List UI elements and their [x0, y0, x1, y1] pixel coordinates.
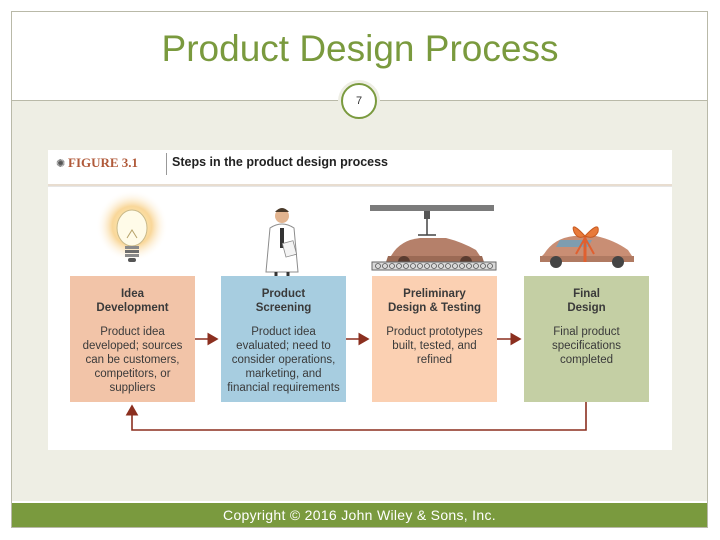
step-2-description: Product idea evaluated; need to consider…	[221, 325, 346, 395]
scientist-icon	[266, 208, 298, 276]
footer-bar: Copyright © 2016 John Wiley & Sons, Inc.	[12, 503, 707, 527]
figure-panel: ✺ FIGURE 3.1 Steps in the product design…	[48, 150, 672, 450]
step-3-description: Product prototypes built, tested, and re…	[372, 325, 497, 367]
feedback-loop-arrow	[132, 402, 586, 430]
gift-car-icon	[540, 227, 634, 268]
step-4-description: Final product specifications completed	[524, 325, 649, 367]
lightbulb-icon	[96, 190, 168, 262]
slide-number: 7	[341, 83, 377, 119]
slide-title: Product Design Process	[0, 28, 720, 70]
assembly-car-icon	[370, 205, 496, 270]
step-1-description: Product idea developed; sources can be c…	[70, 325, 195, 395]
copyright-text: Copyright © 2016 John Wiley & Sons, Inc.	[12, 507, 707, 523]
